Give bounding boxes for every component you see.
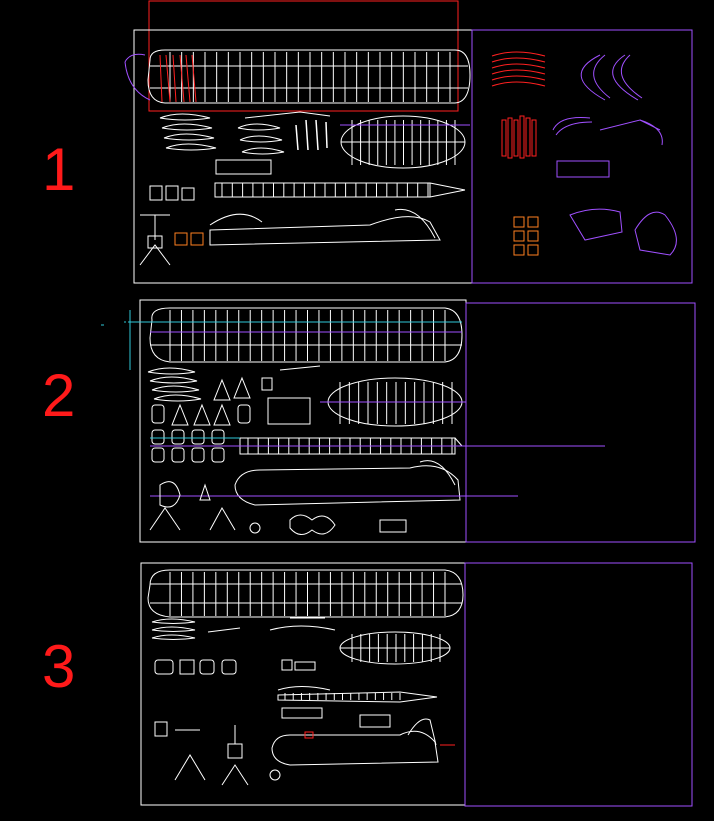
sheet-number-3: 3 bbox=[42, 633, 76, 700]
sheet-3-airfoils bbox=[151, 617, 336, 640]
sheet-1-parts-panel bbox=[491, 51, 677, 256]
sheet-2 bbox=[101, 299, 696, 543]
sheet-2-parts-frame bbox=[465, 302, 696, 543]
sheet-3-fuselage bbox=[271, 686, 455, 766]
sheet-1-parts-frame bbox=[471, 29, 693, 284]
sheet-1-fuselage bbox=[209, 159, 466, 246]
sheet-3-parts-frame bbox=[464, 562, 693, 807]
sheet-1-wing-plan bbox=[124, 49, 471, 104]
sheet-3-details bbox=[154, 659, 391, 786]
sheet-1-details bbox=[139, 185, 195, 266]
sheet-1-wing-red-ribs bbox=[159, 54, 197, 103]
sheet-2-border bbox=[139, 299, 467, 543]
sheet-number-1: 1 bbox=[42, 136, 76, 203]
sheet-3-wing-plan bbox=[147, 569, 464, 618]
sheet-1-airfoil-sections bbox=[159, 111, 331, 155]
sheet-number-2: 2 bbox=[42, 362, 76, 429]
sheet-2-fuselage bbox=[149, 437, 605, 535]
sheet-1-stabilizer-plan bbox=[340, 115, 470, 169]
sheet-1-orange-parts bbox=[174, 232, 204, 246]
sheet-2-airfoils bbox=[147, 365, 321, 402]
sheet-3-stabilizer-plan bbox=[339, 631, 451, 665]
sheet-3-border bbox=[140, 562, 466, 806]
sheet-3 bbox=[140, 562, 693, 807]
sheet-1-struts bbox=[295, 119, 328, 151]
sheet-1 bbox=[124, 0, 693, 284]
sheet-2-wing-plan bbox=[128, 307, 463, 370]
sheet-2-stabilizer-plan bbox=[320, 377, 466, 427]
sheet-1-red-selection-box bbox=[148, 0, 459, 112]
sheet-2-parts-grid bbox=[151, 397, 311, 463]
sheet-2-cyan-guides bbox=[101, 321, 240, 439]
